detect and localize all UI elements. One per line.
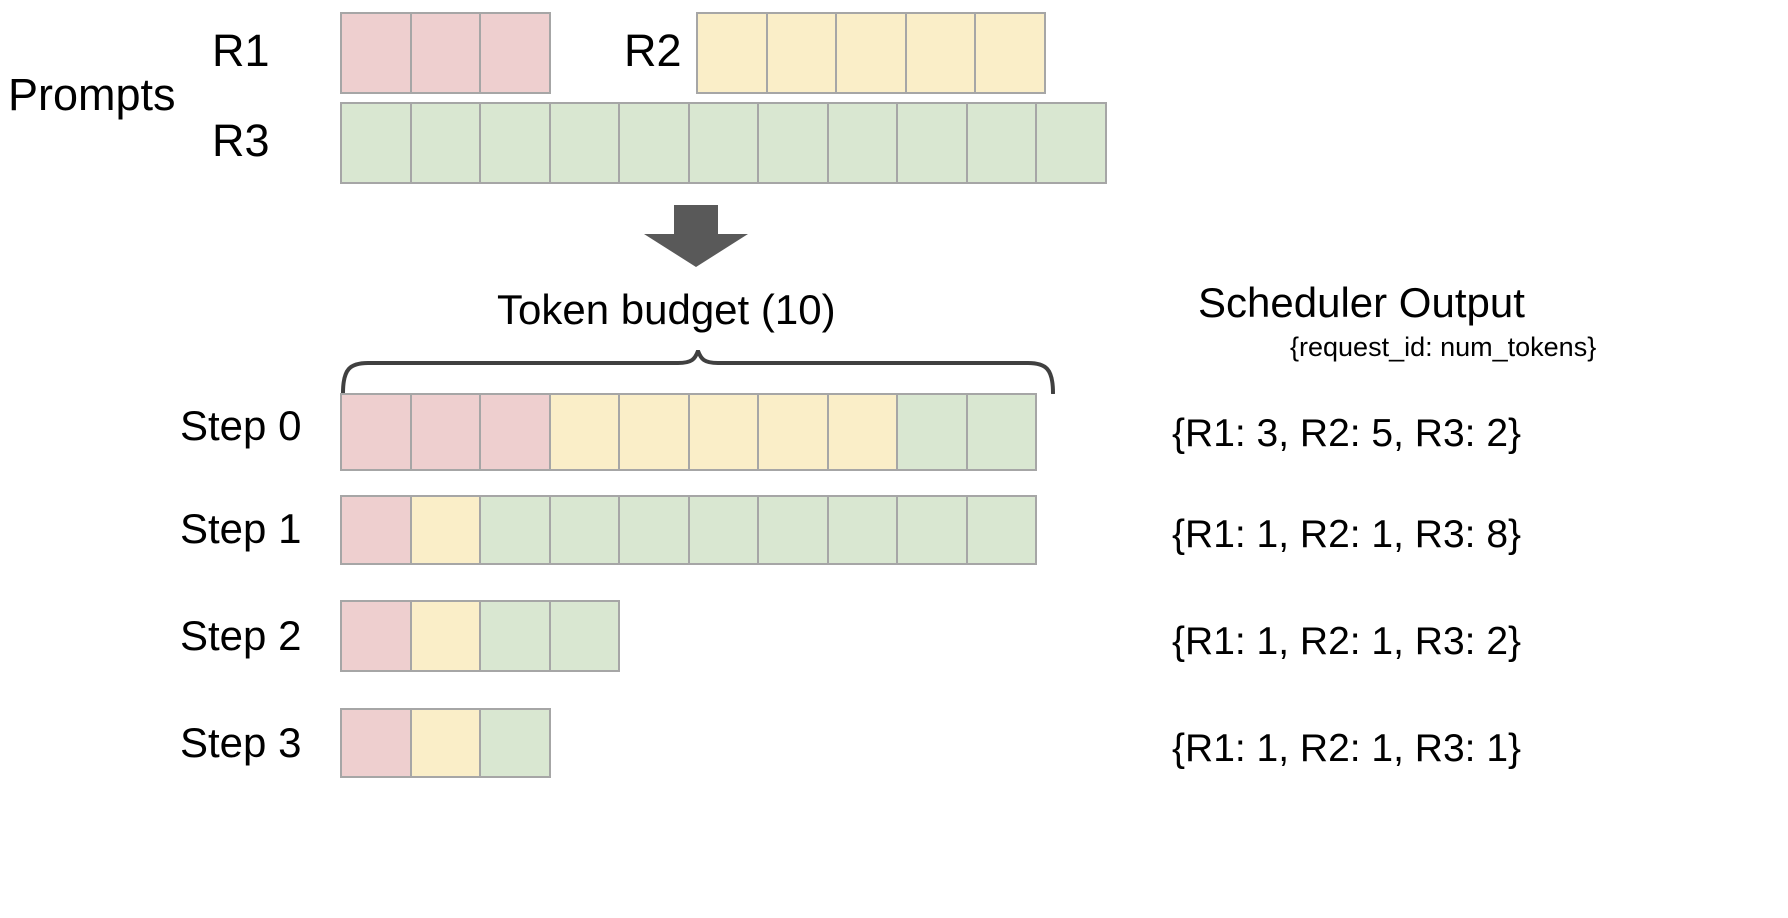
prompt-token-cell <box>687 102 759 184</box>
step-token-cell <box>757 495 829 565</box>
prompt-strip-r1 <box>340 12 551 94</box>
prompt-token-cell <box>548 102 620 184</box>
step-token-cell <box>479 600 551 672</box>
step-token-cell <box>965 393 1037 471</box>
prompt-row-label-r3: R3 <box>212 115 270 166</box>
scheduler-output-subtitle: {request_id: num_tokens} <box>1290 332 1597 362</box>
prompt-token-cell <box>974 12 1046 94</box>
step-token-cell <box>687 495 759 565</box>
step-token-cell <box>409 495 481 565</box>
step-token-cell <box>618 393 690 471</box>
step-token-cell <box>340 495 412 565</box>
step-token-cell <box>965 495 1037 565</box>
scheduler-output-line-1: {R1: 1, R2: 1, R3: 8} <box>1172 513 1522 556</box>
prompt-token-cell <box>696 12 768 94</box>
prompts-section-label: Prompts <box>8 69 176 120</box>
scheduler-output-title: Scheduler Output <box>1198 279 1525 326</box>
step-token-cell <box>757 393 829 471</box>
step-token-cell <box>409 393 481 471</box>
step-token-cell <box>409 708 481 778</box>
step-label-2: Step 2 <box>180 612 302 659</box>
step-token-cell <box>548 393 620 471</box>
prompt-row-label-r2: R2 <box>624 25 682 76</box>
prompt-strip-r3 <box>340 102 1107 184</box>
prompt-row-label-r1: R1 <box>212 25 270 76</box>
step-token-cell <box>896 393 968 471</box>
step-label-1: Step 1 <box>180 505 302 552</box>
scheduler-output-line-2: {R1: 1, R2: 1, R3: 2} <box>1172 620 1522 663</box>
step-token-cell <box>826 393 898 471</box>
prompt-token-cell <box>479 102 551 184</box>
prompt-token-cell <box>826 102 898 184</box>
step-token-cell <box>340 393 412 471</box>
step-token-cell <box>618 495 690 565</box>
step-label-0: Step 0 <box>180 402 302 449</box>
step-label-3: Step 3 <box>180 719 302 766</box>
step-token-cell <box>479 393 551 471</box>
step-token-cell <box>896 495 968 565</box>
step-token-cell <box>340 600 412 672</box>
prompt-token-cell <box>618 102 690 184</box>
prompt-token-cell <box>757 102 829 184</box>
prompt-token-cell <box>965 102 1037 184</box>
step-token-cell <box>548 495 620 565</box>
prompt-token-cell <box>340 102 412 184</box>
prompt-token-cell <box>896 102 968 184</box>
prompt-token-cell <box>340 12 412 94</box>
step-strip-2 <box>340 600 620 672</box>
step-strip-3 <box>340 708 551 778</box>
step-token-cell <box>479 495 551 565</box>
token-budget-brace <box>340 345 1056 399</box>
step-token-cell <box>687 393 759 471</box>
prompt-token-cell <box>904 12 976 94</box>
scheduler-output-line-3: {R1: 1, R2: 1, R3: 1} <box>1172 727 1522 770</box>
prompt-token-cell <box>409 12 481 94</box>
step-strip-0 <box>340 393 1037 471</box>
step-token-cell <box>340 708 412 778</box>
step-strip-1 <box>340 495 1037 565</box>
prompt-strip-r2 <box>696 12 1046 94</box>
token-budget-title: Token budget (10) <box>497 286 836 333</box>
step-token-cell <box>409 600 481 672</box>
prompt-token-cell <box>765 12 837 94</box>
step-token-cell <box>548 600 620 672</box>
prompt-token-cell <box>409 102 481 184</box>
step-token-cell <box>479 708 551 778</box>
prompt-token-cell <box>835 12 907 94</box>
scheduler-output-line-0: {R1: 3, R2: 5, R3: 2} <box>1172 412 1522 455</box>
down-arrow-icon <box>636 205 756 272</box>
prompt-token-cell <box>479 12 551 94</box>
prompt-token-cell <box>1035 102 1107 184</box>
step-token-cell <box>826 495 898 565</box>
